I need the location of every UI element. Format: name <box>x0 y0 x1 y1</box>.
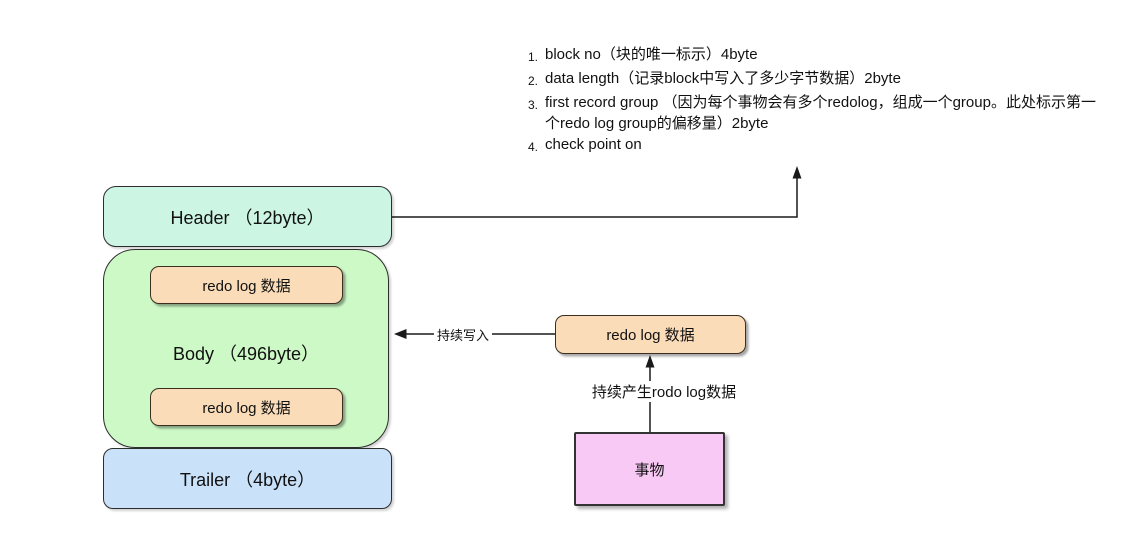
notes-list: 1. block no（块的唯一标示）4byte 2. data length（… <box>528 44 1108 158</box>
note-number: 1. <box>528 50 539 64</box>
note-item: 3. first record group （因为每个事物会有多个redolog… <box>528 92 1108 134</box>
note-number: 4. <box>528 140 539 154</box>
note-item: 4. check point on <box>528 134 1108 158</box>
note-number: 3. <box>528 98 539 112</box>
note-text: first record group （因为每个事物会有多个redolog，组成… <box>545 94 1096 132</box>
arrowhead-left-body <box>394 329 407 339</box>
trailer-block: Trailer （4byte） <box>103 448 392 509</box>
note-number: 2. <box>528 74 539 88</box>
generate-arrow-label: 持续产生rodo log数据 <box>588 381 740 402</box>
note-text: block no（块的唯一标示）4byte <box>545 46 758 63</box>
redo-log-item-1: redo log 数据 <box>150 266 343 304</box>
body-block-label: Body （496byte） <box>172 344 320 364</box>
redo-log-item-label: redo log 数据 <box>202 277 291 295</box>
transaction-block-label: 事物 <box>634 461 665 479</box>
trailer-block-label: Trailer （4byte） <box>179 469 316 490</box>
body-block: redo log 数据 Body （496byte） redo log 数据 <box>103 249 389 448</box>
arrow-header-to-notes <box>392 177 798 218</box>
redo-log-buffer-box: redo log 数据 <box>555 315 746 354</box>
redo-log-item-label: redo log 数据 <box>202 399 291 417</box>
note-item: 1. block no（块的唯一标示）4byte <box>528 44 1108 68</box>
write-arrow-label: 持续写入 <box>434 325 493 344</box>
arrowhead-up-notes <box>792 166 802 179</box>
note-item: 2. data length（记录block中写入了多少字节数据）2byte <box>528 68 1108 92</box>
redo-log-item-2: redo log 数据 <box>150 388 343 426</box>
note-text: data length（记录block中写入了多少字节数据）2byte <box>545 70 901 87</box>
redo-log-buffer-label: redo log 数据 <box>606 327 695 344</box>
transaction-block: 事物 <box>574 432 725 506</box>
arrowhead-up-buffer <box>645 355 655 368</box>
header-block-label: Header （12byte） <box>170 207 325 228</box>
note-text: check point on <box>545 136 642 153</box>
header-block: Header （12byte） <box>103 186 392 247</box>
